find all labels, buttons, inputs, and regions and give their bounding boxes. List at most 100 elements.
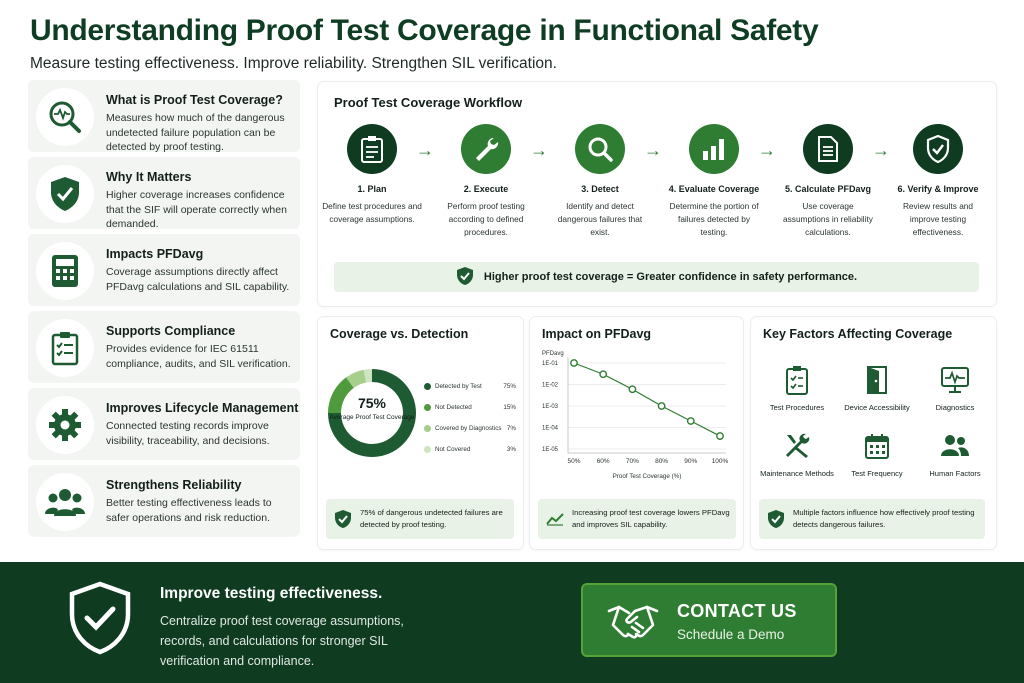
- pfd-title: Impact on PFDavg: [542, 327, 652, 341]
- workflow-step: 4. Evaluate Coverage Determine the porti…: [664, 124, 764, 239]
- coverage-card: Coverage vs. Detection 75% Average Proof…: [318, 317, 523, 549]
- workflow-card: Proof Test Coverage Workflow 1. Plan Def…: [318, 82, 996, 306]
- list-item-desc: Better testing effectiveness leads to sa…: [106, 497, 272, 524]
- step-title: 5. Calculate PFDavg: [784, 184, 872, 194]
- band-text: Centralize proof test coverage assumptio…: [160, 614, 404, 668]
- pfd-footer-text: Increasing proof test coverage lowers PF…: [572, 508, 730, 529]
- handshake-icon: [607, 601, 659, 646]
- step-desc: Perform proof testing according to defin…: [447, 201, 525, 237]
- legend-label: Covered by Diagnostics: [435, 425, 502, 432]
- list-item: Impacts PFDavg Coverage assumptions dire…: [28, 234, 300, 306]
- x-tick-label: 90%: [684, 458, 697, 465]
- document-icon: [803, 124, 853, 174]
- list-item-title: What is Proof Test Coverage?: [106, 93, 283, 107]
- list-item-desc: Provides evidence for IEC 61511 complian…: [106, 343, 291, 370]
- list-item: Improves Lifecycle Management Connected …: [28, 388, 300, 460]
- y-tick-label: 1E-03: [542, 404, 559, 410]
- cta-band: Improve testing effectiveness. Centraliz…: [0, 562, 1024, 683]
- step-desc: Identify and detect dangerous failures t…: [557, 201, 643, 237]
- y-tick-label: 1E-01: [542, 361, 559, 367]
- workflow-banner: Higher proof test coverage = Greater con…: [334, 262, 979, 292]
- factor-item: Diagnostics: [915, 363, 995, 412]
- factors-footer: Multiple factors influence how effective…: [759, 499, 985, 539]
- data-point: [570, 359, 578, 367]
- y-tick-label: 1E-02: [542, 383, 559, 389]
- tools-icon: [757, 429, 837, 463]
- legend-label: Not Covered: [435, 446, 471, 453]
- band-title: Improve testing effectiveness.: [160, 585, 383, 602]
- step-title: 3. Detect: [581, 184, 619, 194]
- bar-chart-icon: [689, 124, 739, 174]
- list-item-title: Why It Matters: [106, 170, 192, 184]
- door-icon: [837, 363, 917, 397]
- list-item: Supports Compliance Provides evidence fo…: [28, 311, 300, 383]
- coverage-value: 75%: [357, 395, 387, 411]
- search-icon: [575, 124, 625, 174]
- list-item-desc: Connected testing records improve visibi…: [106, 420, 270, 447]
- factor-label: Test Procedures: [769, 403, 825, 412]
- series-line: [573, 362, 721, 437]
- factor-label: Maintenance Methods: [760, 469, 834, 478]
- x-tick-label: 60%: [597, 458, 610, 465]
- workflow-step: 5. Calculate PFDavg Use coverage assumpt…: [778, 124, 878, 239]
- factor-item: Test Procedures: [757, 363, 837, 412]
- clipboard-icon: [757, 363, 837, 397]
- list-item: Strengthens Reliability Better testing e…: [28, 465, 300, 537]
- trend-line-icon: [538, 512, 572, 526]
- arrow-right-icon: →: [416, 140, 434, 160]
- shield-check-icon: [68, 581, 132, 660]
- step-desc: Review results and improve testing effec…: [902, 201, 974, 237]
- legend-value: 7%: [506, 425, 516, 432]
- calculator-icon: [36, 242, 94, 300]
- y-axis-label: PFDavg: [542, 351, 564, 357]
- donut-center: 75% Average Proof Test Coverage: [326, 395, 418, 422]
- pfd-footer: Increasing proof test coverage lowers PF…: [538, 499, 736, 539]
- workflow-step: 6. Verify & Improve Review results and i…: [888, 124, 988, 239]
- workflow-title: Proof Test Coverage Workflow: [334, 95, 523, 110]
- factor-item: Human Factors: [915, 429, 995, 478]
- factors-footer-text: Multiple factors influence how effective…: [793, 508, 975, 529]
- factors-card: Key Factors Affecting Coverage Test Proc…: [751, 317, 996, 549]
- step-title: 4. Evaluate Coverage: [668, 184, 760, 194]
- step-title: 2. Execute: [463, 184, 509, 194]
- factor-label: Device Accessibility: [844, 403, 910, 412]
- clipboard-icon: [347, 124, 397, 174]
- x-tick-label: 80%: [655, 458, 668, 465]
- coverage-footer: 75% of dangerous undetected failures are…: [326, 499, 514, 539]
- list-item-desc: Measures how much of the dangerous undet…: [106, 112, 285, 153]
- shield-check-icon: [759, 509, 793, 529]
- people-icon: [36, 473, 94, 531]
- x-tick-label: 100%: [712, 458, 729, 465]
- page-title: Understanding Proof Test Coverage in Fun…: [30, 14, 819, 47]
- arrow-right-icon: →: [758, 140, 776, 160]
- list-item: What is Proof Test Coverage? Measures ho…: [28, 80, 300, 153]
- contact-us-button[interactable]: CONTACT US Schedule a Demo: [581, 583, 837, 657]
- wrench-icon: [461, 124, 511, 174]
- list-item-title: Supports Compliance: [106, 324, 236, 338]
- data-point: [686, 417, 695, 425]
- y-tick-label: 1E-05: [542, 447, 559, 453]
- shield-check-icon: [913, 124, 963, 174]
- legend-swatch: [424, 404, 431, 411]
- cta-title: CONTACT US: [677, 601, 797, 621]
- factor-label: Diagnostics: [935, 403, 975, 412]
- factor-item: Test Frequency: [837, 429, 917, 478]
- arrow-right-icon: →: [644, 140, 662, 160]
- pie-slice: [363, 369, 372, 383]
- legend-swatch: [424, 425, 431, 432]
- list-item-title: Strengthens Reliability: [106, 478, 242, 492]
- factor-item: Maintenance Methods: [757, 429, 837, 478]
- list-item-title: Impacts PFDavg: [106, 247, 204, 261]
- x-tick-label: 70%: [626, 458, 639, 465]
- list-item: Why It Matters Higher coverage increases…: [28, 157, 300, 230]
- list-item-desc: Coverage assumptions directly affect PFD…: [106, 266, 290, 293]
- pfd-card: Impact on PFDavg PFDavg 1E-01 1E-02 1E-03 1E…: [530, 317, 743, 549]
- monitor-pulse-icon: [915, 363, 995, 397]
- coverage-donut-chart: [328, 369, 416, 457]
- factor-label: Test Frequency: [851, 469, 903, 478]
- shield-check-icon: [36, 165, 94, 223]
- legend-value: 75%: [503, 383, 516, 390]
